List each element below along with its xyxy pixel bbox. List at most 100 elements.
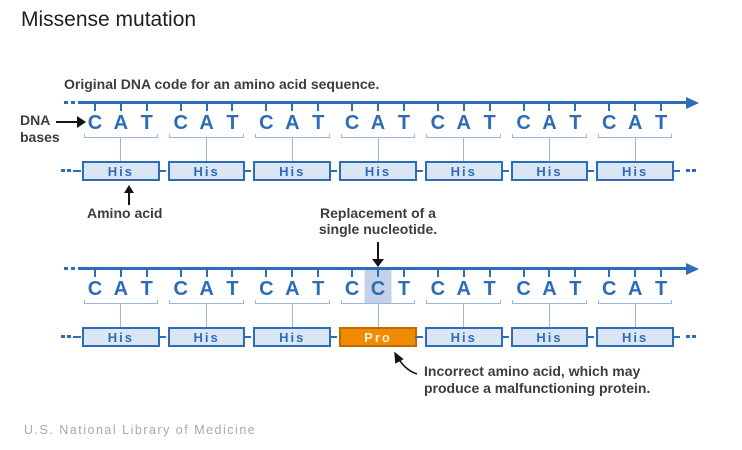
dna-base: C (82, 101, 108, 134)
replacement-label-line2: single nucleotide. (318, 221, 438, 237)
dna-base-letter: C (344, 278, 360, 300)
dna-base-letter: T (312, 278, 325, 300)
amino-acid-box: His (510, 327, 595, 347)
codon-box-connector (206, 304, 208, 327)
dna-base: C (596, 101, 622, 134)
dna-base: C (339, 267, 365, 300)
tick-mark (179, 270, 182, 277)
dna-base: T (134, 101, 160, 134)
tick-mark (145, 104, 148, 111)
codon-box-connector (548, 304, 550, 327)
dna-base-letter: C (602, 112, 617, 134)
dna-base-letter: T (483, 112, 496, 134)
replacement-label-line1: Replacement of a (320, 205, 436, 221)
tick-mark (488, 270, 491, 277)
dna-base-letter: T (312, 112, 325, 134)
tick-mark (265, 104, 268, 111)
dna-base-letter: C (259, 112, 274, 134)
dna-base-letter: T (140, 278, 153, 300)
replacement-label: Replacement of a single nucleotide. (288, 205, 468, 237)
tick-mark (522, 104, 525, 111)
dna-base-letter: A (370, 112, 386, 134)
dna-base-letter: A (627, 112, 643, 134)
tick-mark (377, 104, 380, 111)
tick-mark (119, 270, 122, 277)
tick-mark (205, 104, 208, 111)
codon-bracket (512, 134, 587, 138)
amino-acid-box: His (167, 161, 252, 181)
source-attribution: U.S. National Library of Medicine (24, 423, 257, 437)
dna-base: C (253, 101, 279, 134)
dna-base: T (477, 267, 503, 300)
dna-base-letter: A (113, 278, 129, 300)
dna-base-letter: C (87, 112, 103, 134)
codon-box-connector (377, 304, 379, 327)
dna-base-letter: A (199, 278, 214, 300)
codon-bracket (597, 134, 673, 138)
tick-mark (231, 104, 234, 111)
dna-base: A (537, 101, 563, 134)
incorrect-label-line1: Incorrect amino acid, which may (424, 363, 641, 379)
dna-base-letter: C (430, 278, 446, 300)
amino-acid-box: His (424, 327, 509, 347)
tick-mark (265, 270, 268, 277)
dna-base: T (134, 267, 160, 300)
tick-mark (179, 104, 182, 111)
codon-box-connector (291, 304, 293, 327)
dna-base: A (451, 101, 477, 134)
incorrect-label-line2: produce a malfunctioning protein. (424, 380, 651, 396)
dna-base-letter: T (397, 112, 411, 134)
tick-mark (402, 270, 405, 277)
tick-mark (317, 270, 320, 277)
dna-base-letter: A (456, 278, 471, 300)
amino-acid-box: His (596, 161, 680, 181)
page-title: Missense mutation (21, 8, 197, 31)
dna-strand-line (78, 262, 699, 275)
codon-bracket (254, 134, 330, 138)
dna-base: A (537, 267, 563, 300)
dna-base: C (168, 101, 194, 134)
strand-continuation-dots-left (64, 267, 75, 270)
tick-mark (93, 104, 96, 111)
dna-base-letter: T (654, 278, 668, 300)
dna-base-letter: C (87, 278, 103, 300)
tick-mark (488, 104, 491, 111)
dna-base: T (220, 267, 246, 300)
dna-base: C (364, 267, 392, 303)
codon-bracket (512, 300, 587, 304)
dna-base: A (108, 267, 134, 300)
dna-base: C (511, 267, 537, 300)
dna-base-letter: A (456, 112, 471, 134)
dna-base-letter: T (654, 112, 668, 134)
tick-mark (145, 270, 148, 277)
codon-bracket (254, 300, 330, 304)
dna-base: A (451, 267, 477, 300)
dna-base-letter: C (173, 278, 188, 300)
dna-base: C (511, 101, 537, 134)
dna-base: C (425, 101, 451, 134)
amino-acid-box: His (82, 327, 166, 347)
dna-base-letter: A (199, 112, 214, 134)
codon-bracket (169, 134, 244, 138)
dna-base-letter: C (430, 112, 446, 134)
replacement-arrow-icon (372, 242, 384, 267)
dna-base: C (596, 267, 622, 300)
dna-base-letter: C (173, 112, 188, 134)
protein-chain-continuation-left (61, 335, 81, 338)
tick-mark (608, 104, 611, 111)
